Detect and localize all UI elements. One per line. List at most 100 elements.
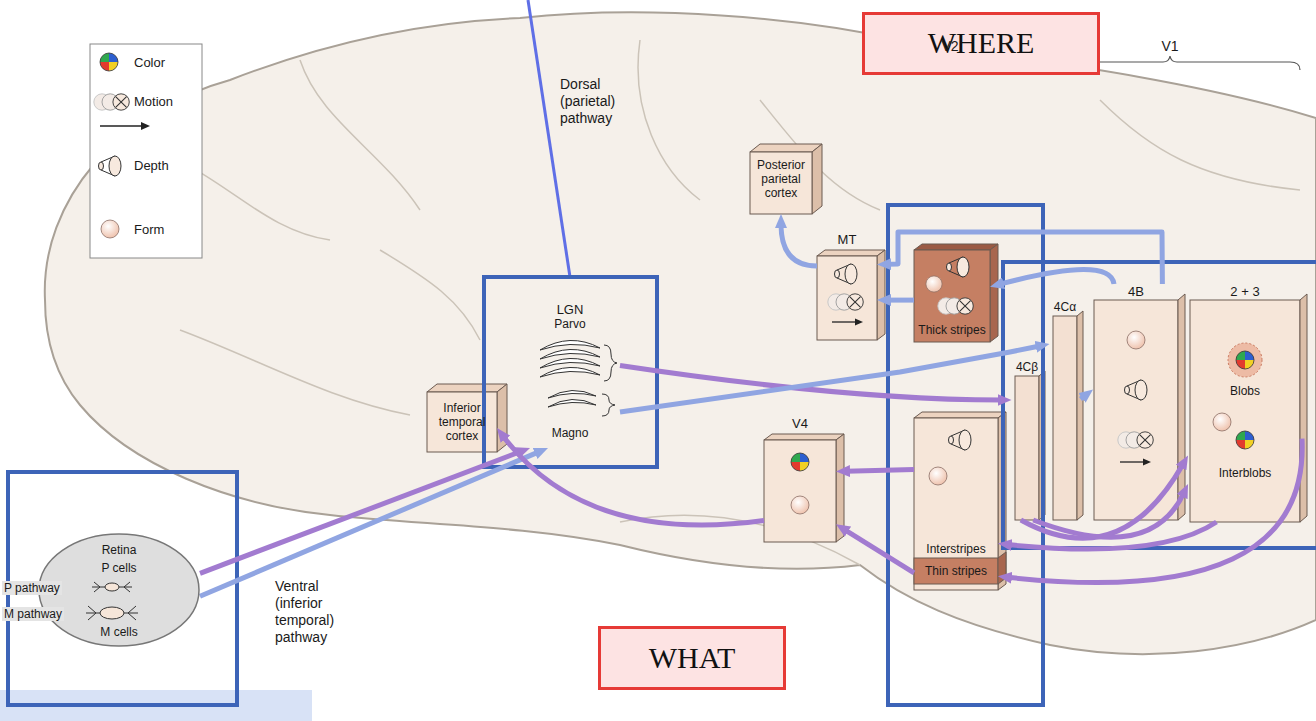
pathway-title-box: WHAT <box>598 626 786 690</box>
legend-text: Depth <box>134 158 169 174</box>
box-text: Blobs <box>1190 384 1300 398</box>
drawing-part <box>832 321 856 322</box>
box-text: Thin stripes <box>916 564 996 578</box>
legend-entry: Form <box>134 222 164 238</box>
pathway-label: P pathway <box>2 578 62 596</box>
brain-outline <box>45 12 1316 654</box>
pathway-arrow <box>503 436 764 525</box>
drawing-part <box>914 418 998 590</box>
drawing-part <box>947 257 970 277</box>
box-text: MT <box>819 232 875 248</box>
drawing-part <box>1213 413 1231 431</box>
pathway-arrow <box>620 346 1040 412</box>
drawing-part <box>1125 380 1148 400</box>
pathway-label: M pathway <box>2 604 64 622</box>
pathway-label: Ventral (inferior temporal) pathway <box>275 578 355 646</box>
pathway-label: P pathway <box>2 581 62 595</box>
drawing-part <box>949 430 972 450</box>
legend-entry: Color <box>134 55 165 71</box>
drawing-part <box>548 390 596 398</box>
drawing-part <box>998 552 1006 584</box>
box-text: WHERE <box>867 25 1095 61</box>
legend-box <box>90 44 202 258</box>
drawing-part <box>1236 351 1254 369</box>
drawing-part <box>540 358 600 368</box>
highlight-frame <box>8 205 1316 705</box>
drawing-part <box>150 40 1300 565</box>
pathway-arrow <box>845 530 915 573</box>
pathway-arrow <box>1021 464 1183 538</box>
area-label: V2 <box>930 38 970 55</box>
drawing-part <box>1300 294 1307 522</box>
legend-text: Color <box>134 55 165 71</box>
layer-slab: 4Cα <box>1050 300 1081 520</box>
drawing-part <box>1118 432 1153 448</box>
drawing-part <box>1236 431 1254 449</box>
legend-entry: Depth <box>134 158 169 174</box>
drawing-part <box>1120 461 1144 462</box>
drawing-part <box>938 298 973 314</box>
drawing-part <box>1077 311 1083 520</box>
cortex-box: Inferior temporal cortex <box>427 392 497 452</box>
pathway-label: Dorsal (parietal) pathway <box>560 76 640 127</box>
drawing-part <box>101 220 119 238</box>
pathway-arrow <box>1033 493 1184 537</box>
drawing-part <box>828 294 863 310</box>
drawing-part <box>750 144 822 152</box>
drawing-part <box>540 349 600 359</box>
legend-text: Form <box>134 222 164 238</box>
drawing-part <box>990 244 998 342</box>
drawing-part <box>540 367 600 377</box>
drawing-part <box>817 250 885 256</box>
pathway-label: Dorsal (parietal) pathway <box>560 76 640 127</box>
box-text: Parvo <box>522 317 618 331</box>
drawing-part <box>1127 331 1145 349</box>
pathway-arrow <box>781 224 817 266</box>
drawing-part <box>855 319 863 326</box>
drawing-part <box>817 256 877 340</box>
drawing-part <box>604 345 617 381</box>
pathway-title-box: WHERE <box>862 12 1100 75</box>
nucleus-box: LGNParvoMagno <box>520 298 620 448</box>
area-label: V1 <box>1150 38 1190 55</box>
box-text: Magno <box>522 426 618 440</box>
cortical-area-box: V4 <box>764 416 836 542</box>
drawing-part <box>548 399 596 407</box>
drawing-part <box>1015 376 1039 520</box>
pathway-arrow <box>887 232 1162 284</box>
drawing-part <box>764 434 844 440</box>
box-text: Retina <box>40 543 198 557</box>
pathway-arrow <box>846 470 914 472</box>
cortical-area-box: MT <box>817 232 877 340</box>
drawing-part <box>764 440 836 542</box>
pathway-arrow <box>200 452 521 574</box>
drawing-part <box>141 122 150 130</box>
drawing-part <box>750 152 812 214</box>
box-text: 4B <box>1094 284 1178 300</box>
drawing-part <box>45 12 1316 654</box>
pathway-arrow <box>200 452 539 596</box>
box-text: P cells <box>40 561 198 575</box>
feature-icons <box>791 257 1262 514</box>
pathway-label: M pathway <box>2 607 64 621</box>
drawing-part <box>602 394 615 416</box>
pathway-label: Ventral (inferior temporal) pathway <box>275 578 355 646</box>
pointer-line <box>528 0 570 277</box>
box-text: V4 <box>766 416 834 432</box>
cortex-box-art <box>427 144 1307 590</box>
box-text: 4Cβ <box>1014 360 1041 374</box>
drawing-part <box>484 277 657 467</box>
pathway-arrow <box>887 298 914 303</box>
box-text: Inferior temporal cortex <box>429 401 495 443</box>
box-text: Thick stripes <box>916 323 988 337</box>
drawing-part <box>791 496 809 514</box>
drawing-part <box>427 384 507 392</box>
stripe-box: Thick stripes <box>914 250 990 342</box>
drawing-part <box>94 94 129 110</box>
drawing-part <box>1228 343 1262 377</box>
drawing-part <box>1190 300 1300 522</box>
drawing-part <box>1143 459 1151 466</box>
layer-box: 2 + 3BlobsInterblobs <box>1188 284 1302 522</box>
